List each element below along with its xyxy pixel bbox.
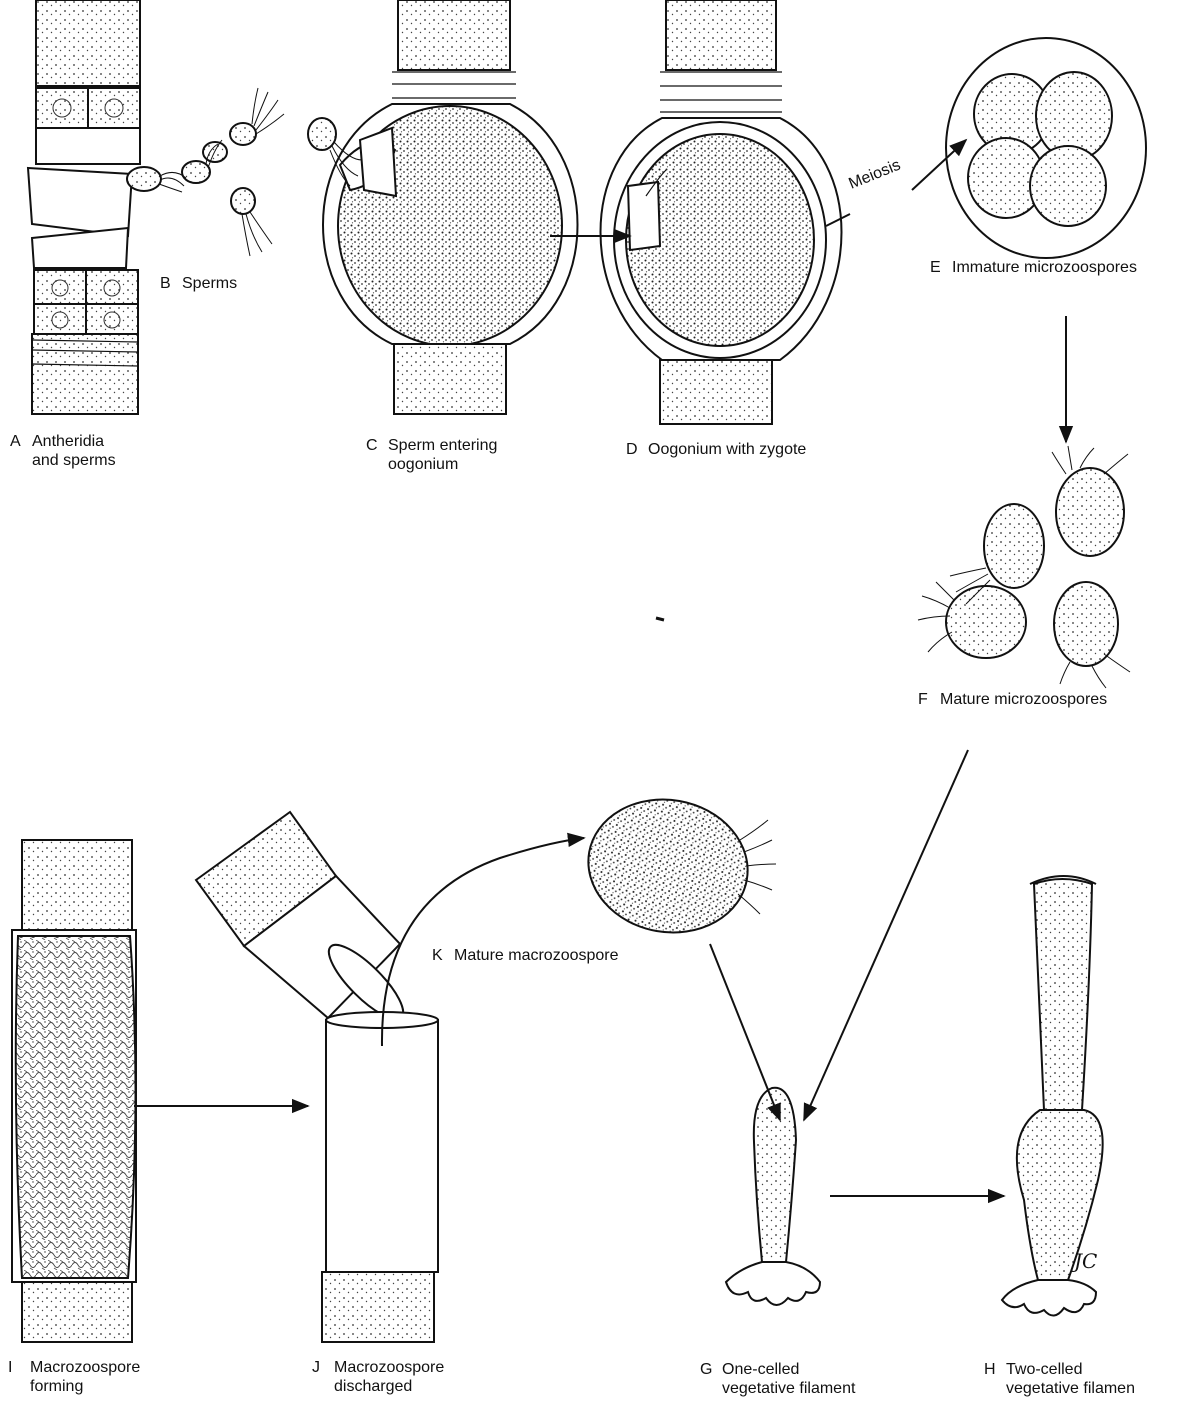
arrow-f-to-g	[804, 750, 968, 1120]
arrow-k-to-g	[710, 944, 780, 1120]
sperms	[127, 88, 284, 256]
artist-signature: JC	[1074, 1252, 1097, 1271]
mature-microzoospores	[918, 446, 1130, 688]
oogonium-d	[601, 0, 842, 424]
flow-arrows	[134, 140, 1066, 1196]
immature-microzoospores	[946, 38, 1146, 258]
antheridia-filament	[28, 0, 140, 414]
mature-macrozoospore	[578, 787, 776, 945]
stray-mark	[656, 618, 664, 620]
oogonium-c	[308, 0, 578, 414]
macrozoospore-discharged	[196, 812, 438, 1342]
one-celled-filament	[726, 1088, 820, 1305]
macrozoospore-forming	[12, 840, 136, 1342]
